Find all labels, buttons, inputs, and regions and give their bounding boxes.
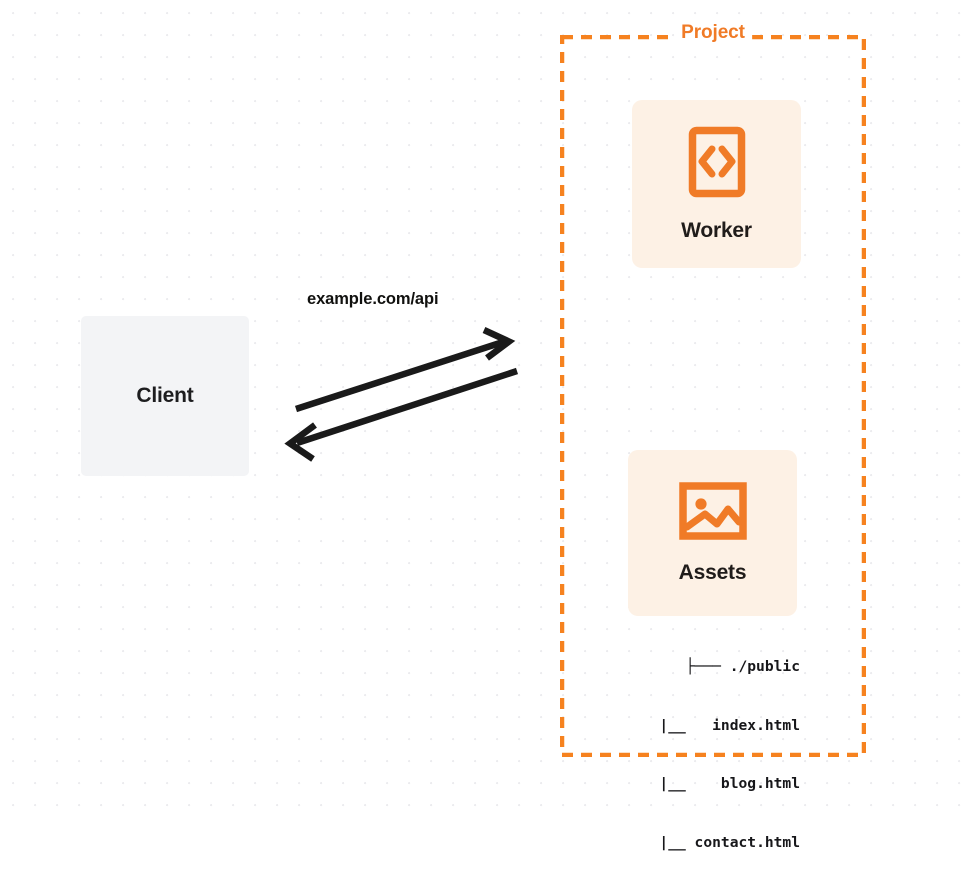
arrow-right-icon [294,327,516,413]
request-url-label: example.com/api [307,290,439,308]
assets-label: Assets [678,560,747,584]
file-tree-line: ├─── ./public [685,658,800,675]
image-icon [678,481,747,545]
worker-node[interactable]: Worker [632,100,801,268]
file-tree-line: |__ contact.html [641,833,800,851]
client-label: Client [136,384,194,407]
assets-file-tree: ├─── ./public |__ index.html |__ blog.ht… [588,618,800,891]
file-tree-line: |__ index.html [641,716,800,734]
arrow-left-icon [284,367,519,462]
project-dashed-border [560,35,866,757]
project-group: Project Worker Assets [560,22,866,851]
code-document-icon [688,126,746,203]
file-tree-line: |__ blog.html [641,775,800,792]
diagram-canvas: Client example.com/api Project [0,0,980,851]
assets-node[interactable]: Assets [628,450,797,616]
client-node[interactable]: Client [81,316,249,476]
worker-label: Worker [681,218,752,242]
project-title: Project [674,22,752,44]
